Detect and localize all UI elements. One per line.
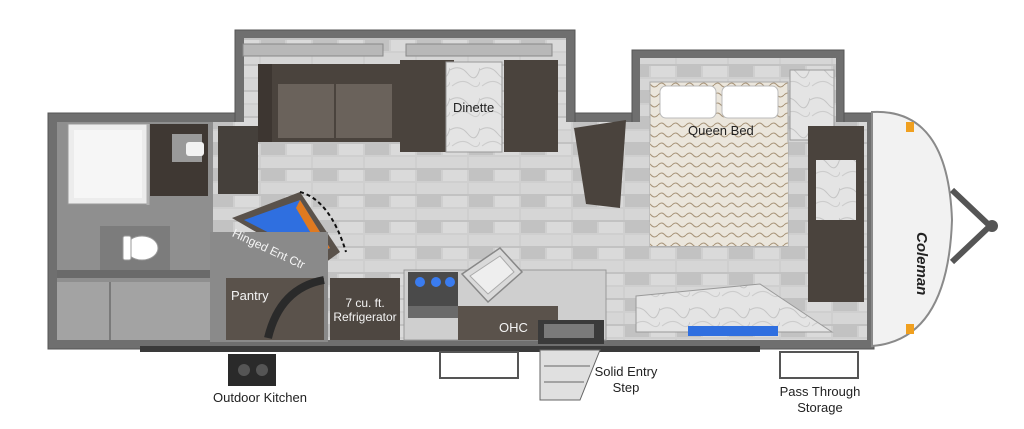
sofa — [242, 43, 400, 142]
pantry-label: Pantry — [231, 288, 269, 303]
front-cap — [871, 110, 954, 348]
pass-through-storage-label: Pass Through Storage — [778, 384, 862, 415]
dinette-slide — [242, 43, 558, 153]
entertainment-area — [218, 120, 626, 268]
solid-entry-step-label: Solid Entry Step — [588, 364, 664, 395]
bathroom — [57, 122, 213, 340]
stovetop-icon — [408, 272, 458, 306]
sink-icon — [460, 247, 524, 304]
refrigerator-label-line1: 7 cu. ft. — [345, 296, 385, 310]
outdoor-kitchen-label: Outdoor Kitchen — [213, 390, 307, 405]
ohc-label: OHC — [499, 320, 528, 335]
queen-bed — [649, 81, 789, 247]
toilet-icon — [100, 226, 170, 276]
pantry — [210, 232, 328, 342]
kitchen-counter — [403, 247, 607, 344]
bedroom — [635, 69, 864, 336]
refrigerator — [330, 278, 400, 340]
side-rail — [140, 346, 760, 352]
refrigerator-label: 7 cu. ft. Refrigerator — [333, 296, 397, 325]
entry-step-icon — [539, 349, 601, 401]
queen-bed-label: Queen Bed — [688, 123, 754, 138]
dinette-label: Dinette — [453, 100, 495, 115]
pass-through-line1: Pass Through — [779, 384, 861, 399]
bath-vanity — [150, 124, 208, 196]
solid-entry-step-line2: Step — [612, 379, 640, 395]
refrigerator-label-line2: Refrigerator — [333, 310, 397, 325]
side-hatch — [439, 351, 519, 379]
hitch-icon — [949, 187, 998, 265]
shower — [67, 123, 150, 205]
coleman-logo: Coleman — [913, 232, 930, 296]
outdoor-kitchen-unit — [228, 354, 276, 386]
pass-through-hatch — [779, 351, 859, 379]
pass-through-line2: Storage — [797, 399, 843, 415]
solid-entry-step-line1: Solid Entry — [594, 364, 658, 379]
dinette-booth — [400, 43, 558, 153]
